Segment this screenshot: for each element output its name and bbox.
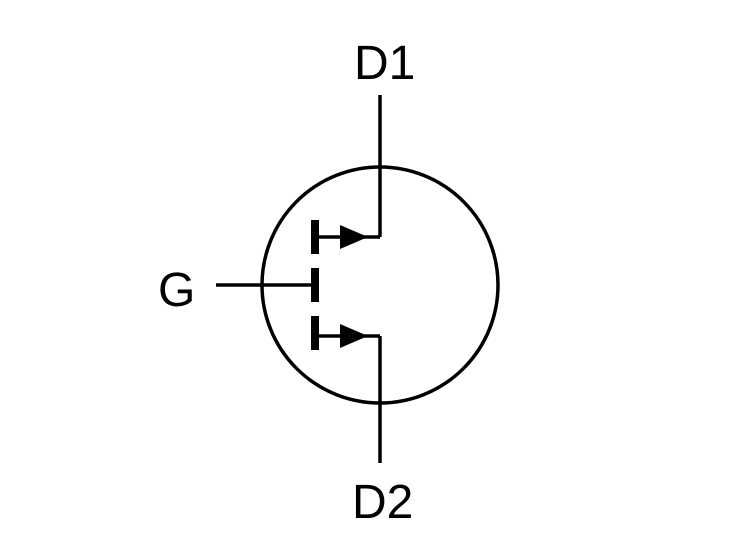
gate-bar <box>311 268 319 302</box>
channel-bar-bottom <box>311 316 319 350</box>
arrow-top <box>340 225 368 249</box>
label-d2: D2 <box>352 476 413 529</box>
channel-bar-top <box>311 220 319 254</box>
label-g: G <box>158 264 195 317</box>
label-d1: D1 <box>354 37 415 90</box>
